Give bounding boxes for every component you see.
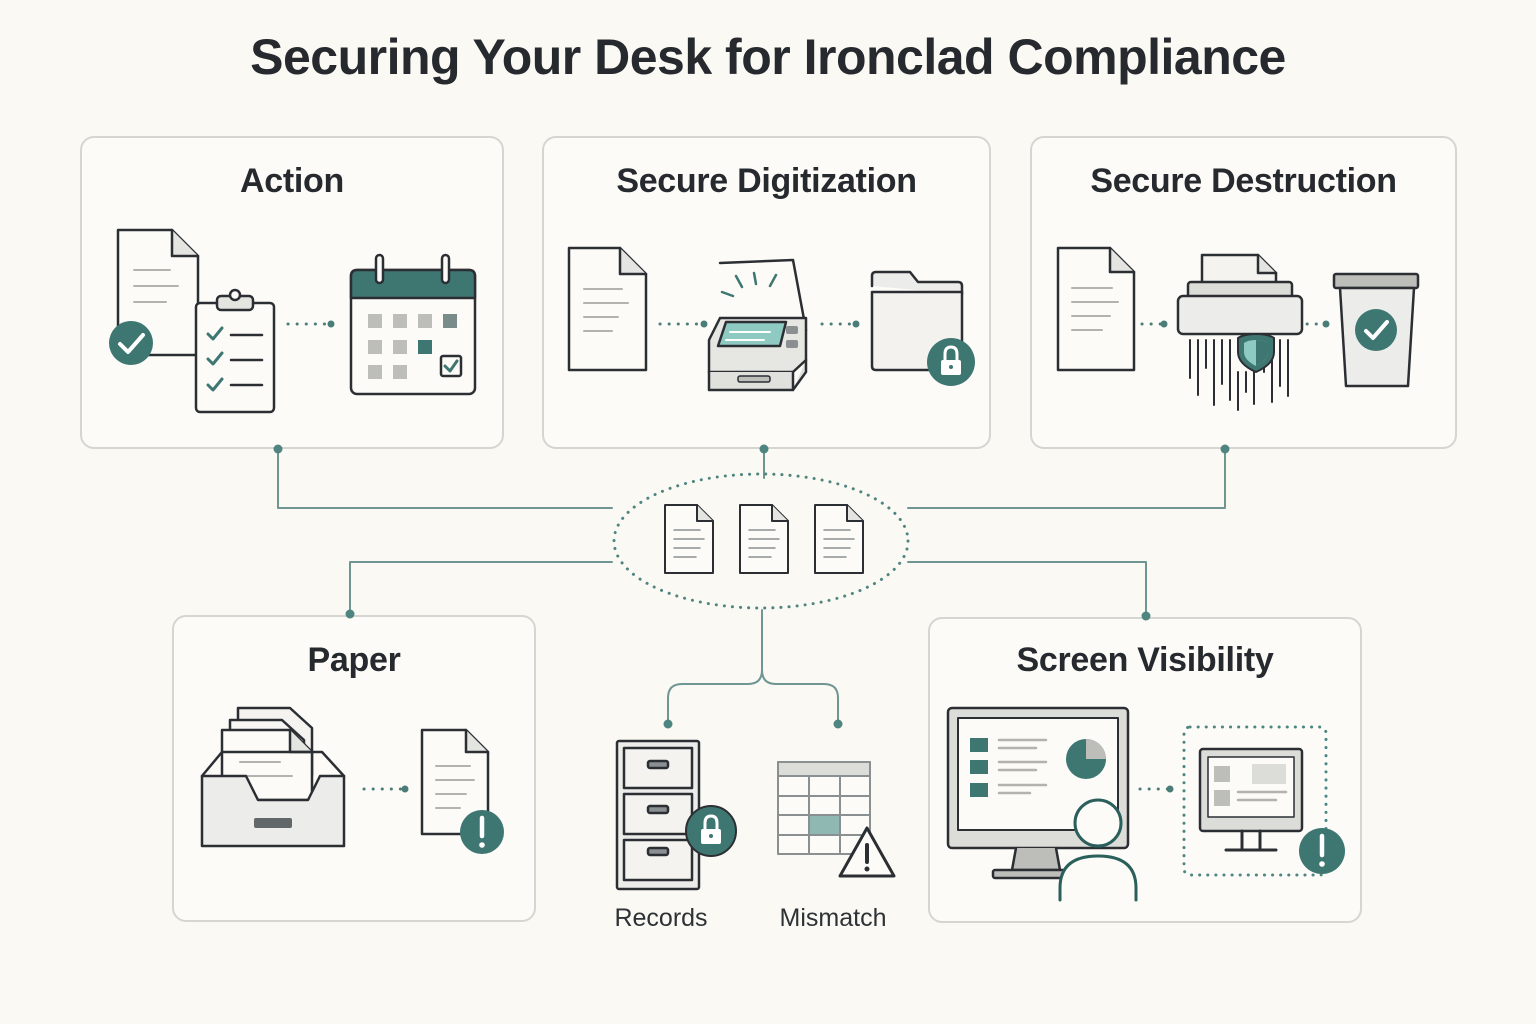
shredder-shield-icon — [1176, 253, 1304, 411]
page-title: Securing Your Desk for Ironclad Complian… — [250, 29, 1286, 85]
filing-cabinet-lock-icon — [615, 739, 737, 891]
panel-title-secure-digitization: Secure Digitization — [616, 162, 917, 200]
flow-dots — [286, 322, 1326, 791]
private-monitor-alert-icon — [1182, 725, 1345, 877]
document-alert-icon — [420, 728, 504, 854]
document-icon — [814, 504, 864, 574]
document-icon — [567, 246, 648, 372]
clipboard-checklist-icon — [194, 288, 276, 414]
monitor-user-icon — [946, 706, 1138, 902]
panel-title-paper: Paper — [307, 641, 401, 679]
locked-folder-icon — [870, 270, 975, 386]
flow-end-dots — [327, 320, 1330, 793]
connector-dots — [273, 444, 1230, 729]
panel-title-action: Action — [240, 162, 344, 200]
spreadsheet-warning-icon — [777, 761, 896, 878]
document-icon — [1056, 246, 1136, 372]
calendar-icon — [349, 253, 477, 396]
document-icon — [739, 504, 789, 574]
document-check-icon — [109, 228, 200, 365]
connector-lines — [277, 448, 1226, 725]
scanner-icon — [707, 258, 808, 392]
center-documents — [664, 504, 864, 574]
document-icon — [664, 504, 714, 574]
panel-title-secure-destruction: Secure Destruction — [1090, 162, 1397, 200]
label-records: Records — [614, 904, 708, 932]
central-hub-ellipse — [612, 472, 910, 610]
bin-check-icon — [1332, 272, 1420, 388]
inbox-tray-icon — [200, 706, 346, 848]
label-mismatch: Mismatch — [779, 904, 887, 932]
panel-title-screen-visibility: Screen Visibility — [1016, 641, 1274, 679]
